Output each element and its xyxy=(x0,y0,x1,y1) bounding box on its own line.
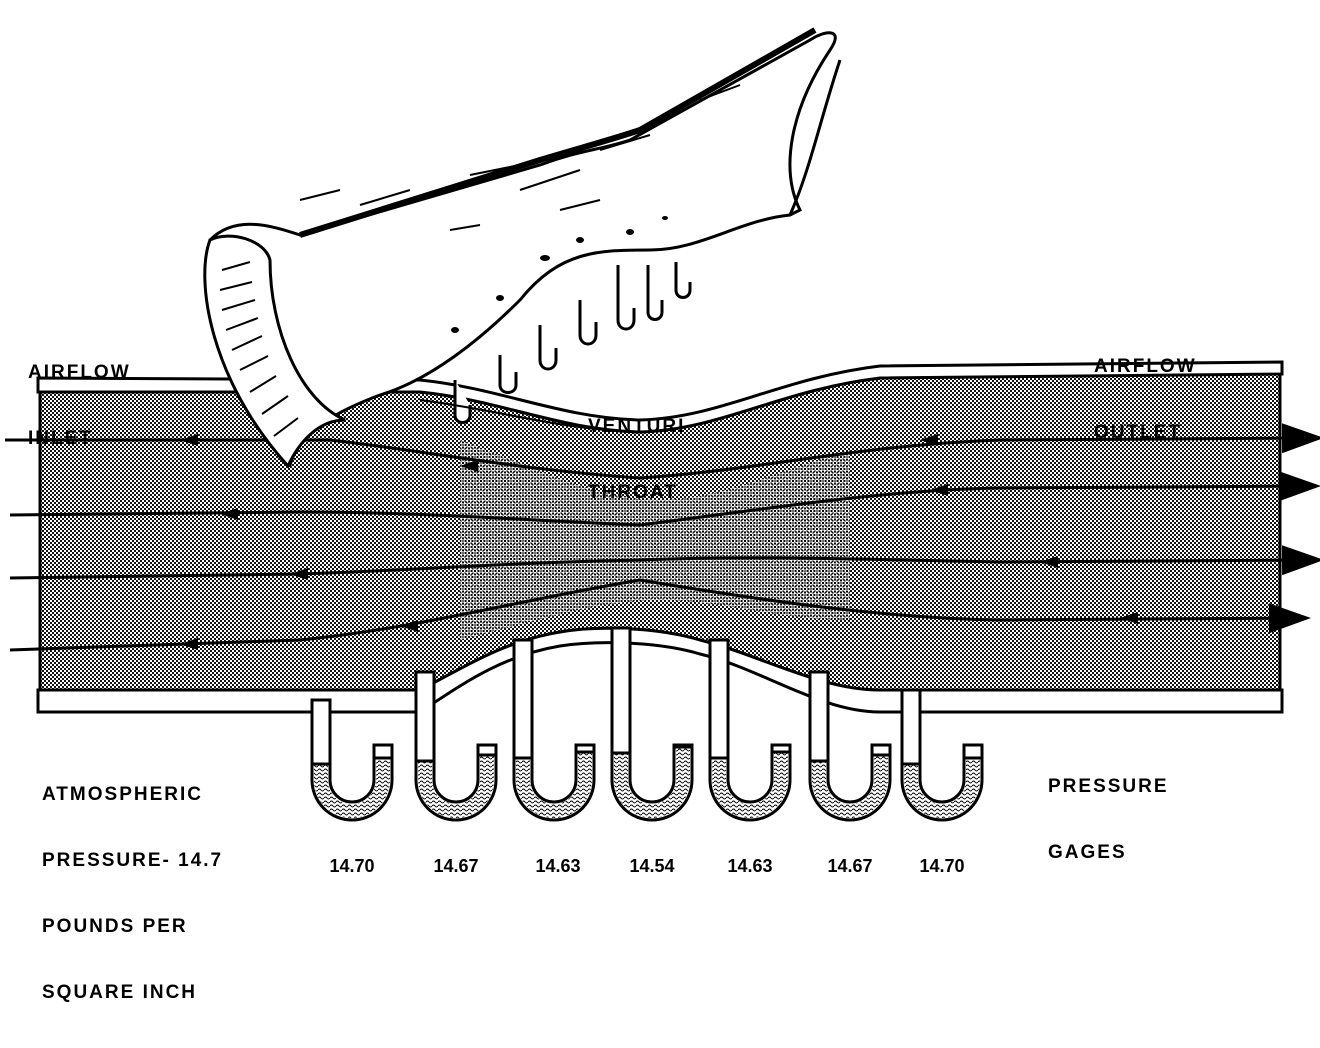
throat-label-line2: THROAT xyxy=(588,482,685,504)
gauge-reading-4: 14.54 xyxy=(612,856,692,877)
inlet-label: AIRFLOW INLET xyxy=(28,318,131,494)
gauge-reading-3: 14.63 xyxy=(518,856,598,877)
throat-label-line1: VENTURI xyxy=(588,416,685,438)
atmospheric-label-line4: SQUARE INCH xyxy=(42,982,223,1004)
gauge-reading-6: 14.67 xyxy=(810,856,890,877)
manometer-4 xyxy=(612,628,692,820)
gauge-reading-7: 14.70 xyxy=(902,856,982,877)
outlet-label-line1: AIRFLOW xyxy=(1094,356,1197,378)
manometer-1 xyxy=(312,700,392,820)
gauge-reading-5: 14.63 xyxy=(710,856,790,877)
outlet-label: AIRFLOW OUTLET xyxy=(1094,312,1197,488)
gauge-reading-1: 14.70 xyxy=(312,856,392,877)
atmospheric-label-line2: PRESSURE- 14.7 xyxy=(42,850,223,872)
gages-label-line1: PRESSURE xyxy=(1048,776,1169,798)
venturi-diagram: AIRFLOW INLET AIRFLOW OUTLET VENTURI THR… xyxy=(0,0,1320,884)
manometer-3 xyxy=(514,640,594,820)
manometer-2 xyxy=(416,672,496,820)
atmospheric-label-line3: POUNDS PER xyxy=(42,916,223,938)
outlet-label-line2: OUTLET xyxy=(1094,422,1197,444)
atmospheric-label-line1: ATMOSPHERIC xyxy=(42,784,223,806)
gages-label-line2: GAGES xyxy=(1048,842,1169,864)
gages-label: PRESSURE GAGES xyxy=(1048,732,1169,908)
gauge-reading-2: 14.67 xyxy=(416,856,496,877)
atmospheric-label: ATMOSPHERIC PRESSURE- 14.7 POUNDS PER SQ… xyxy=(42,740,223,1048)
throat-label: VENTURI THROAT xyxy=(588,372,685,548)
inlet-label-line1: AIRFLOW xyxy=(28,362,131,384)
inlet-label-line2: INLET xyxy=(28,428,131,450)
